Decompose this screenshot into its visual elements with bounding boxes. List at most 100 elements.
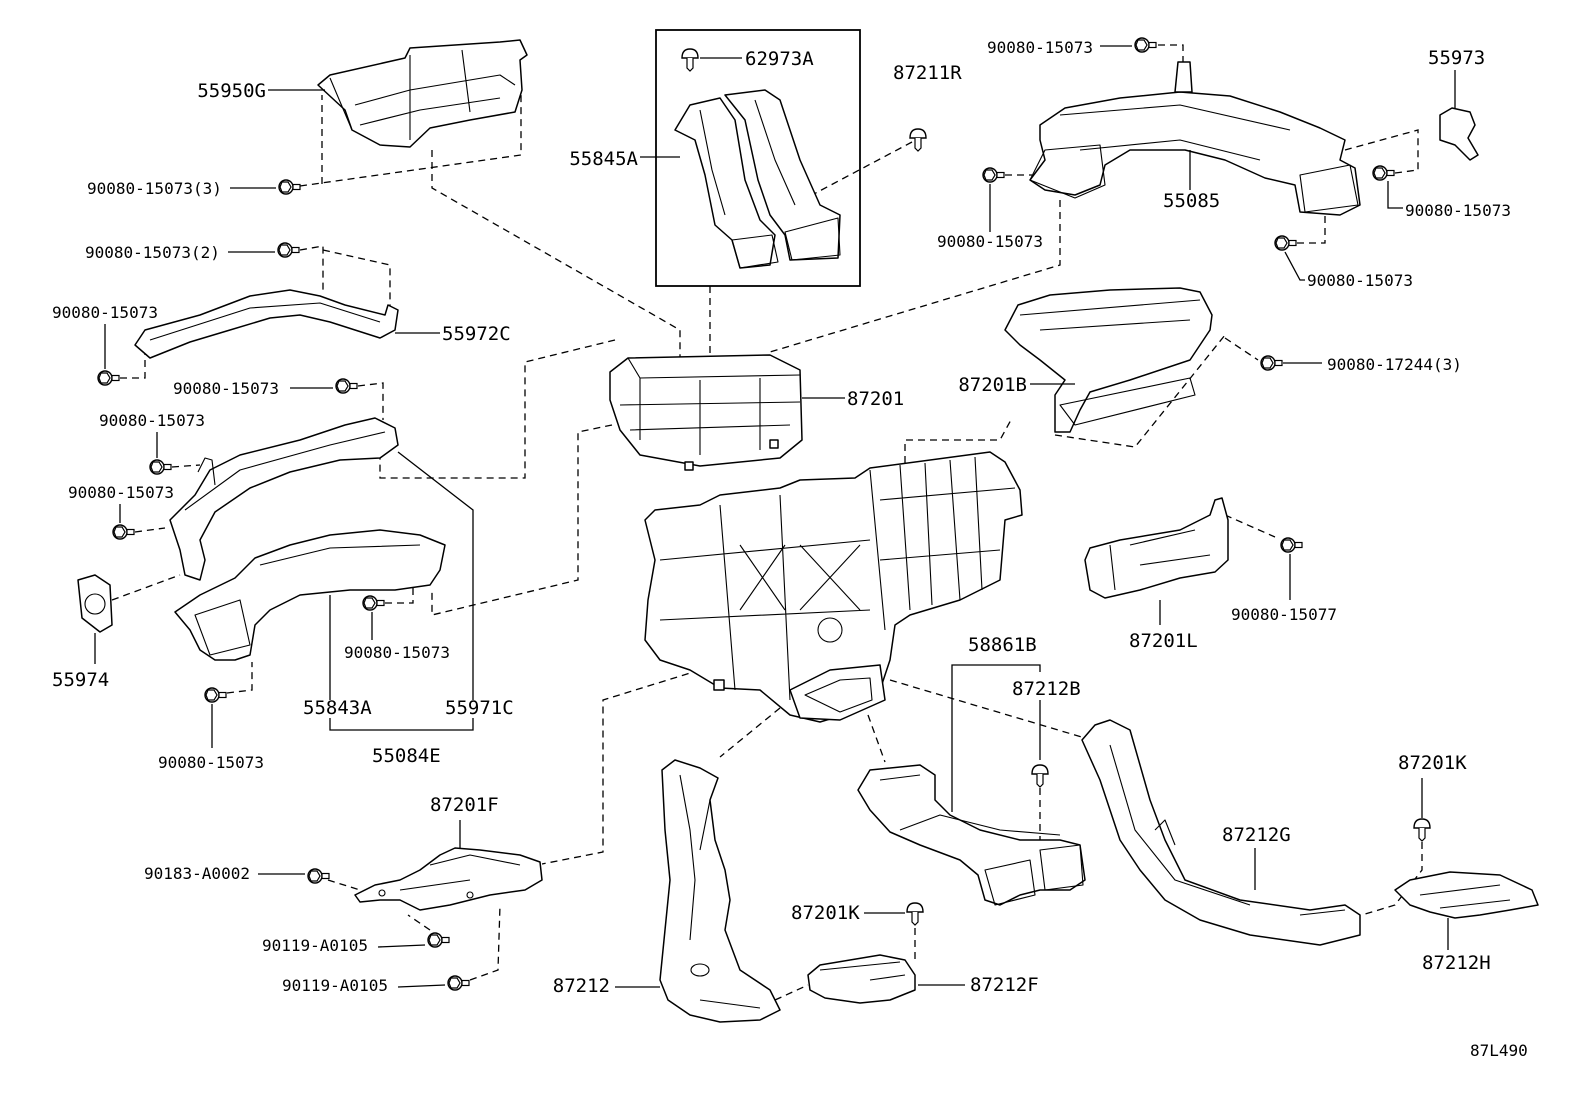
dashed-connector-line xyxy=(431,424,613,616)
part-87212g-drawing xyxy=(1081,719,1361,946)
leader-line xyxy=(329,718,474,731)
part-55843a-drawing xyxy=(174,529,446,661)
leader-line xyxy=(377,944,426,948)
bolt-icon xyxy=(307,868,330,884)
part-label-55972c: 55972C xyxy=(442,323,511,345)
diagram-code: 87L490 xyxy=(1470,1041,1528,1060)
bolt-icon xyxy=(1280,537,1303,553)
fastener-label-90119-a0105: 90119-A0105 xyxy=(282,976,388,995)
fastener-label-90080-15077: 90080-15077 xyxy=(1231,605,1337,624)
part-label-87212f: 87212F xyxy=(970,974,1039,996)
fastener-label-90080-15073: 90080-15073 xyxy=(173,379,279,398)
part-55085-drawing xyxy=(1029,61,1361,216)
part-label-87201b: 87201B xyxy=(958,374,1027,396)
clip-icon xyxy=(909,128,927,152)
dashed-connector-line xyxy=(385,588,414,604)
bolt-icon xyxy=(204,687,227,703)
bolt-icon xyxy=(1372,165,1395,181)
part-55845a-detail-box xyxy=(655,29,861,287)
fastener-label-90080-15073: 90080-15073 xyxy=(1307,271,1413,290)
part-55845a-drawing xyxy=(674,89,841,269)
fastener-label-90080-15073: 90080-15073 xyxy=(344,643,450,662)
bolt-icon xyxy=(277,242,300,258)
dashed-connector-line xyxy=(299,245,324,292)
part-label-87201k: 87201K xyxy=(791,902,860,924)
dashed-connector-line xyxy=(299,92,522,187)
dashed-connector-line xyxy=(1224,337,1259,361)
dashed-connector-line xyxy=(407,914,431,931)
dashed-connector-line xyxy=(1054,334,1226,448)
fastener-label-90119-a0105: 90119-A0105 xyxy=(262,936,368,955)
fastener-label-90080-15073: 90080-15073 xyxy=(158,753,264,772)
fastener-label-90080-15073: 90080-15073 xyxy=(52,303,158,322)
part-87212-drawing xyxy=(659,759,781,1023)
part-87201l-drawing xyxy=(1084,497,1229,599)
bolt-icon xyxy=(97,370,120,386)
part-87212h-drawing xyxy=(1394,871,1539,919)
part-87201-drawing xyxy=(609,354,803,471)
bolt-icon xyxy=(427,932,450,948)
bolt-icon xyxy=(1260,355,1283,371)
dashed-connector-line xyxy=(171,464,201,468)
part-58861b-drawing xyxy=(857,764,1086,906)
fastener-label-90080-15073: 90080-15073 xyxy=(987,38,1093,57)
part-label-55845a: 55845A xyxy=(569,148,638,170)
part-55972c-drawing xyxy=(134,289,399,359)
bolt-icon xyxy=(149,459,172,475)
part-label-55085: 55085 xyxy=(1163,190,1220,212)
part-label-55974: 55974 xyxy=(52,669,109,691)
fastener-label-90183-a0002: 90183-A0002 xyxy=(144,864,250,883)
part-87212f-drawing xyxy=(807,954,916,1004)
dashed-connector-line xyxy=(120,352,146,379)
fastener-label-90080-17244-qty3: 90080-17244(3) xyxy=(1327,355,1462,374)
part-label-87201l: 87201L xyxy=(1129,630,1198,652)
dashed-connector-line xyxy=(1224,514,1276,538)
dashed-connector-line xyxy=(379,339,616,479)
part-label-87201: 87201 xyxy=(847,388,904,410)
leader-line xyxy=(1387,181,1403,209)
dashed-connector-line xyxy=(719,707,781,758)
dashed-connector-line xyxy=(904,417,1013,475)
part-hvac-unit-drawing xyxy=(644,451,1023,723)
dashed-connector-line xyxy=(1344,129,1419,174)
part-label-87201k: 87201K xyxy=(1398,752,1467,774)
leader-line xyxy=(951,664,1041,812)
part-label-55843a: 55843A xyxy=(303,697,372,719)
fastener-label-90080-15073-qty3: 90080-15073(3) xyxy=(87,179,222,198)
part-55971c-drawing xyxy=(169,417,399,581)
part-label-55950g: 55950G xyxy=(197,80,266,102)
dashed-connector-line xyxy=(774,984,809,1001)
fastener-label-90080-15073-qty2: 90080-15073(2) xyxy=(85,243,220,262)
dashed-connector-line xyxy=(322,249,391,306)
part-87201b-drawing xyxy=(1004,287,1213,433)
dashed-connector-line xyxy=(769,200,1061,353)
part-87201f-drawing xyxy=(354,847,543,911)
leader-lines xyxy=(94,45,1456,988)
part-label-55971c: 55971C xyxy=(445,697,514,719)
part-label-87201f: 87201F xyxy=(430,794,499,816)
fastener-label-90080-15073: 90080-15073 xyxy=(1405,201,1511,220)
part-label-87211r: 87211R xyxy=(893,62,962,84)
bolt-icon xyxy=(1134,37,1157,53)
part-label-62973a: 62973A xyxy=(745,48,814,70)
clip-icon xyxy=(906,902,924,926)
part-55950g-drawing xyxy=(317,39,528,148)
bolt-icon xyxy=(112,524,135,540)
part-label-87212g: 87212G xyxy=(1222,824,1291,846)
part-label-55973: 55973 xyxy=(1428,47,1485,69)
clip-icon xyxy=(1413,818,1431,842)
bolt-icon xyxy=(335,378,358,394)
clip-icon xyxy=(1031,764,1049,788)
part-55973-drawing xyxy=(1439,107,1479,161)
part-55974-drawing xyxy=(77,574,113,633)
fastener-label-90080-15073: 90080-15073 xyxy=(937,232,1043,251)
part-label-58861b: 58861B xyxy=(968,634,1037,656)
bolt-icon xyxy=(362,595,385,611)
dashed-connector-line xyxy=(327,879,361,891)
dashed-connectors xyxy=(111,44,1423,1001)
leader-line xyxy=(397,451,474,700)
bolt-icon xyxy=(1274,235,1297,251)
dashed-connector-line xyxy=(134,527,166,533)
part-label-87212h: 87212H xyxy=(1422,952,1491,974)
leader-line xyxy=(1284,251,1305,281)
